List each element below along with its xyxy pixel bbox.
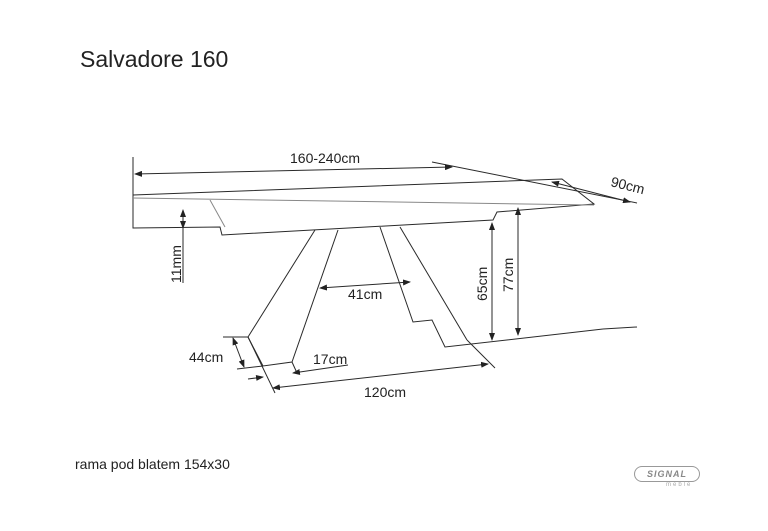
total-height-label: 77cm [500, 258, 516, 292]
base-length-label: 120cm [364, 384, 406, 400]
frame-note: rama pod blatem 154x30 [75, 456, 230, 472]
dimension-arrows [134, 164, 631, 391]
depth-arrow [551, 180, 631, 204]
foot-depth-arrow [232, 337, 245, 368]
leg-width-label: 17cm [313, 351, 347, 367]
leg-gap-label: 41cm [348, 286, 382, 302]
table-top [132, 178, 596, 236]
foot-depth-label: 44cm [189, 349, 223, 365]
length-arrow [134, 164, 453, 177]
table-legs [247, 226, 638, 369]
signal-logo: SIGNAL [634, 466, 700, 482]
thickness-label: 11mm [168, 245, 184, 283]
length-label: 160-240cm [290, 150, 360, 166]
signal-logo-sub: meble [666, 482, 693, 488]
base-length-arrow [272, 361, 489, 391]
leg-gap-arrow [319, 279, 411, 291]
product-title: Salvadore 160 [80, 46, 229, 72]
frame-height-label: 65cm [474, 267, 490, 301]
depth-label: 90cm [609, 173, 646, 197]
leg-width-arrow-left [247, 374, 264, 381]
